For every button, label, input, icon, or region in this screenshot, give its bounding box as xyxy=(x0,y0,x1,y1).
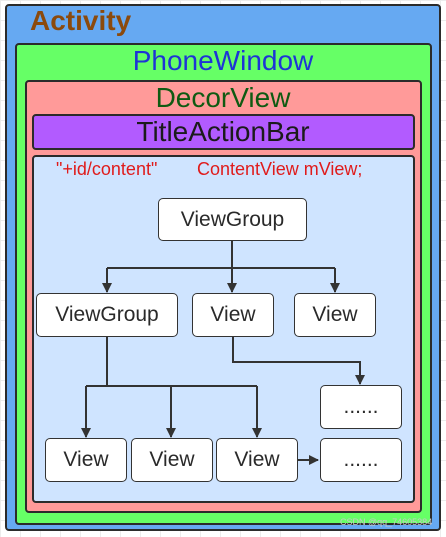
child-view-group-node: ViewGroup xyxy=(36,293,178,337)
title-action-bar xyxy=(32,114,415,150)
decor-view-label: DecorView xyxy=(155,82,291,113)
view-node-b: View xyxy=(294,293,376,337)
title-action-bar-label: TitleActionBar xyxy=(136,116,310,147)
watermark-text: CSDN @qq_74605384 xyxy=(340,517,433,527)
phone-window-label: PhoneWindow xyxy=(132,45,314,76)
content-view-label: ContentView mView; xyxy=(197,159,363,179)
leaf-view-node-3: View xyxy=(216,438,298,482)
activity-label: Activity xyxy=(30,5,132,36)
ellipsis-node-upper: ...... xyxy=(320,385,402,429)
view-node-a: View xyxy=(192,293,274,337)
arrow-to-ellipsis-upper xyxy=(232,337,365,385)
root-view-group-node: ViewGroup xyxy=(158,198,307,241)
leaf-view-node-1: View xyxy=(45,438,127,482)
content-id-label: "+id/content" xyxy=(56,159,158,179)
ellipsis-node-lower: ...... xyxy=(320,438,402,482)
leaf-view-node-2: View xyxy=(131,438,213,482)
